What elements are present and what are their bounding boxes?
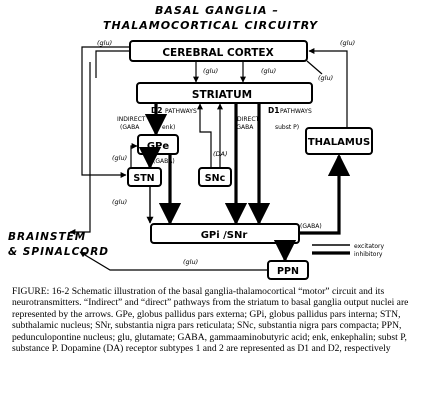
ppn-label: PPN [277,266,299,277]
gpi-thalamus-arrow [299,153,351,235]
glu-label-cortex-2: (glu) [261,67,276,75]
gpe-label: GPe [147,141,170,152]
stn-box [127,167,162,187]
pathways-label-direct: PATHWAYS [280,108,312,115]
cortex-thalamus-line [306,60,323,75]
brainstem-label-line1: BRAINSTEM [8,231,86,243]
gaba-label-gpe: (GABA) [153,158,175,165]
basal-ganglia-diagram: BASAL GANGLIA – THALAMOCORTICAL CIRCUITR… [8,4,385,280]
direct-gaba-label: (GABA [234,124,254,131]
ppn-brainstem-arrow [79,251,268,271]
d1-label: D1 [268,106,279,115]
legend-inhibitory-label: inhibitory [354,251,383,258]
figure-caption: FIGURE: 16-2 Schematic illustration of t… [12,286,442,354]
brainstem-label-line2: & SPINALCORD [8,246,109,258]
glu-label-top-left: (glu) [97,39,112,47]
pathways-label-indirect: PATHWAYS [165,108,197,115]
cortex-label: CEREBRAL CORTEX [162,47,273,59]
snc-striatum-line [197,103,212,168]
cortex-brainstem-line [95,50,130,78]
glu-label-stn-gpe: (glu) [112,154,127,162]
brainstem-output-line [69,62,91,235]
glu-label-stn-gpi: (glu) [112,198,127,206]
indirect-gaba-label: (GABA [120,124,140,131]
glu-label-cortex-3: (glu) [318,74,333,82]
snc-label: SNc [205,173,225,184]
thalamus-cortex-arrow [308,48,348,128]
striatum-box [136,82,313,104]
indirect-label: INDIRECT [117,116,146,123]
gpi-snr-label: GPi /SNr [201,230,248,241]
glu-label-cortex-1: (glu) [203,67,218,75]
glu-label-top-right: (glu) [340,39,355,47]
caption-text: FIGURE: 16-2 Schematic illustration of t… [12,286,409,355]
striatum-label: STRIATUM [192,89,252,101]
subst-p-label: subst P) [275,124,299,131]
stn-label: STN [133,173,154,184]
diagram-title-line1: BASAL GANGLIA – [155,4,279,17]
direct-label: DIRECT [237,116,260,123]
gaba-label-gpi: (GABA) [300,223,322,230]
glu-label-ppn: (glu) [183,258,198,266]
snc-box [198,167,232,187]
enk-label: enk) [162,124,175,131]
legend-excitatory-label: excitatory [354,243,385,250]
diagram-title-line2: THALAMOCORTICAL CIRCUITRY [103,19,318,32]
thalamus-label: THALAMUS [308,137,370,148]
cortex-stn-line [81,46,130,178]
stn-gpe-feedback [130,143,138,168]
